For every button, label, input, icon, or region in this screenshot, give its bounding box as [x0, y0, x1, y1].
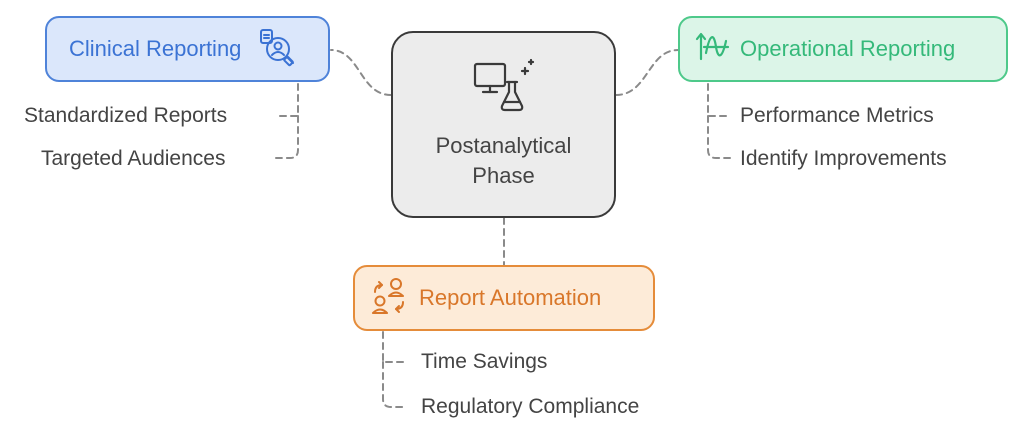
- operational-item-performance-metrics: Performance Metrics: [740, 104, 934, 127]
- automation-item-time-savings: Time Savings: [421, 350, 548, 373]
- clinical-report-icon: [257, 27, 297, 72]
- connector-center-clinical: [330, 49, 392, 96]
- connector-operational-item-1: [707, 83, 731, 117]
- connector-clinical-item-1: [275, 83, 299, 117]
- operational-reporting-node: Operational Reporting: [678, 16, 1008, 82]
- connector-automation-item-2: [382, 361, 406, 408]
- clinical-item-targeted-audiences: Targeted Audiences: [41, 147, 226, 170]
- clinical-reporting-node: Clinical Reporting: [45, 16, 330, 82]
- clinical-reporting-label: Clinical Reporting: [69, 36, 242, 61]
- connector-automation-item-1: [382, 331, 406, 363]
- connector-center-operational: [615, 49, 679, 96]
- wave-chart-icon: [694, 29, 730, 70]
- connector-operational-item-2: [707, 115, 731, 159]
- center-node: Postanalytical Phase: [391, 31, 616, 218]
- report-automation-label: Report Automation: [419, 285, 602, 310]
- computer-flask-icon: [469, 58, 539, 123]
- clinical-item-standardized-reports: Standardized Reports: [24, 104, 228, 127]
- report-automation-node: Report Automation: [353, 265, 655, 331]
- automation-item-regulatory-compliance: Regulatory Compliance: [421, 395, 640, 418]
- people-cycle-icon: [369, 276, 409, 321]
- connector-clinical-item-2: [275, 115, 299, 159]
- center-label: Postanalytical Phase: [435, 133, 572, 188]
- operational-reporting-label: Operational Reporting: [740, 36, 956, 61]
- operational-item-identify-improvements: Identify Improvements: [740, 147, 947, 170]
